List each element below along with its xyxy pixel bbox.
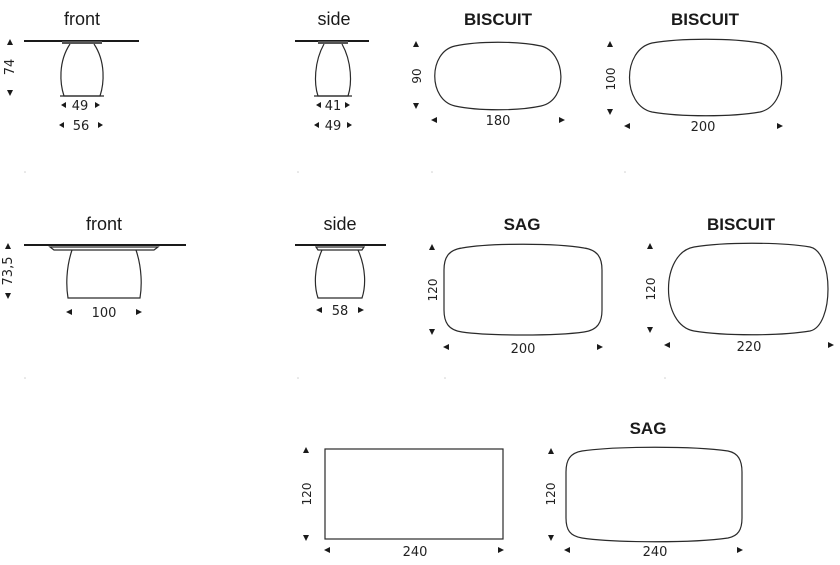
top-4-shape-label: BISCUIT	[707, 215, 776, 234]
front-view-1-pedestal	[60, 43, 104, 97]
top-5-length: 240	[403, 545, 428, 560]
front-view-2-height: 73,5	[1, 257, 16, 286]
top-4-outline	[667, 242, 829, 336]
top-1-width: 90	[410, 68, 424, 83]
front-view-1-title: front	[64, 9, 100, 29]
side-view-2-pedestal	[314, 249, 366, 299]
top-sag-200x120: SAG 120 200	[426, 215, 603, 357]
top-rectangle-240x120: 120 240	[300, 447, 504, 560]
top-biscuit-200x100: BISCUIT 100 200	[604, 10, 783, 135]
side-view-1-pedestal	[314, 43, 352, 97]
top-1-shape-label: BISCUIT	[464, 10, 533, 29]
front-view-2-plate	[48, 246, 160, 251]
front-view-2-base-width: 100	[92, 306, 117, 321]
top-biscuit-180x90: BISCUIT 90 180	[410, 10, 565, 129]
front-view-1-height: 74	[3, 59, 18, 76]
top-biscuit-220x120: BISCUIT 120 220	[644, 215, 834, 355]
top-4-width: 120	[644, 278, 658, 301]
side-view-1: side 41 49	[295, 9, 369, 134]
front-view-1-top-width: 56	[73, 119, 90, 134]
grid-dots	[24, 171, 666, 379]
top-1-length: 180	[486, 114, 511, 129]
top-6-width: 120	[544, 483, 558, 506]
side-view-1-title: side	[317, 9, 350, 29]
top-2-length: 200	[691, 120, 716, 135]
front-view-1-height-arrow-up	[7, 39, 13, 45]
top-3-outline	[443, 243, 603, 336]
top-1-outline	[434, 41, 562, 111]
side-view-2: side 58	[295, 214, 386, 319]
front-view-2: front 73,5 100	[1, 214, 186, 321]
top-6-outline	[565, 446, 743, 543]
top-2-outline	[629, 38, 783, 117]
top-6-length: 240	[643, 545, 668, 560]
top-5-width: 120	[300, 483, 314, 506]
front-view-1: front 74 49 56	[3, 9, 139, 134]
top-3-length: 200	[511, 342, 536, 357]
side-view-2-title: side	[323, 214, 356, 234]
top-6-shape-label: SAG	[630, 419, 667, 438]
front-view-1-plate	[62, 41, 102, 44]
side-view-1-top-width: 49	[325, 119, 342, 134]
front-view-2-title: front	[86, 214, 122, 234]
front-view-1-height-arrow-down	[7, 90, 13, 96]
top-sag-240x120: SAG 120 240	[544, 419, 743, 560]
front-view-2-pedestal	[66, 249, 142, 299]
top-3-width: 120	[426, 279, 440, 302]
side-view-1-base-width: 41	[325, 99, 342, 114]
top-4-length: 220	[737, 340, 762, 355]
top-2-shape-label: BISCUIT	[671, 10, 740, 29]
side-view-2-base-width: 58	[332, 304, 349, 319]
top-5-outline	[324, 448, 504, 540]
front-view-1-base-width: 49	[72, 99, 89, 114]
top-3-shape-label: SAG	[504, 215, 541, 234]
top-2-width: 100	[604, 68, 618, 91]
